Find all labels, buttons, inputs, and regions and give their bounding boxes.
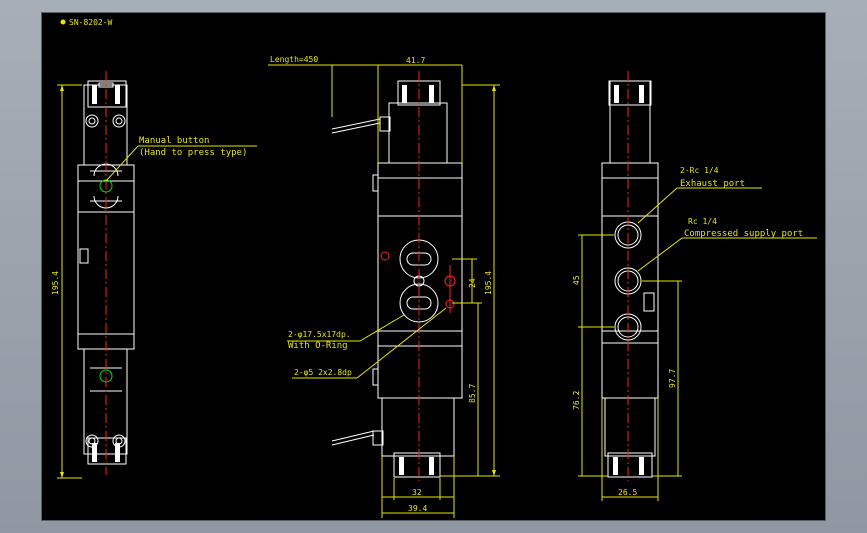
supply-callout-sub: Compressed supply port (684, 229, 803, 239)
bore-callout-sub: With O-Ring (288, 341, 348, 351)
left-height-dim: 195.4 (51, 271, 60, 295)
title-bullet-icon (60, 19, 66, 25)
right-view: 2-Rc 1/4 Exhaust port Rc 1/4 Compressed … (572, 71, 817, 501)
center-height-dim: 195.4 (484, 271, 493, 295)
center-view: Length=450 41.7 195.4 24 85.7 32 39.4 2-… (268, 55, 500, 518)
drawing-viewport[interactable]: SN-8202-W 195.4 (41, 12, 826, 521)
manual-button-callout-sub: (Hand to press type) (139, 148, 247, 158)
base-39-dim: 39.4 (408, 504, 427, 513)
left-view: 195.4 Manual button (Hand to press type) (51, 71, 257, 479)
right-76-dim: 76.2 (572, 391, 581, 410)
base-32-dim: 32 (412, 488, 422, 497)
drawing-title: SN-8202-W (69, 18, 113, 27)
pin-hole-callout: 2-φ5 2x2.8dp (294, 368, 352, 377)
right-45-dim: 45 (572, 275, 581, 285)
lower-height-dim: 85.7 (468, 384, 477, 403)
exhaust-callout-sub: Exhaust port (680, 179, 745, 189)
right-width-dim: 26.5 (618, 488, 637, 497)
port-spacing-dim: 24 (468, 278, 477, 288)
right-97-dim: 97.7 (668, 369, 677, 388)
manual-button-callout: Manual button (139, 136, 209, 146)
length-callout: Length=450 (270, 55, 318, 64)
exhaust-callout: 2-Rc 1/4 (680, 166, 719, 175)
width-top-dim: 41.7 (406, 56, 425, 65)
supply-callout: Rc 1/4 (688, 217, 717, 226)
drawing-canvas: SN-8202-W 195.4 (51, 18, 817, 518)
title-block: SN-8202-W (60, 18, 113, 27)
bore-callout: 2-φ17.5x17dp. (288, 330, 351, 339)
